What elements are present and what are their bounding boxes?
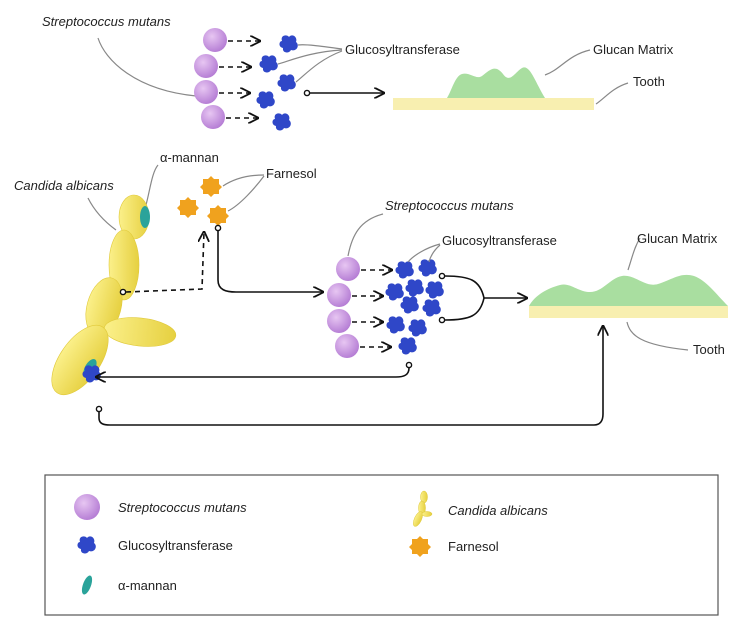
top-matrix-leader — [544, 49, 591, 76]
top-panel: Streptococcus mutans Glucosyltransf — [42, 14, 674, 131]
top-matrix-label: Glucan Matrix — [593, 42, 674, 57]
farnesol-leader — [222, 174, 265, 187]
top-enzymes — [256, 35, 298, 131]
farnesol-molecule — [177, 197, 199, 218]
legend-mannan-icon — [81, 575, 93, 595]
bacterium — [194, 80, 218, 104]
mid-tooth-leader — [626, 321, 689, 351]
legend-label-farnesol: Farnesol — [448, 539, 499, 554]
mid-enzyme-leader — [407, 243, 441, 263]
top-bacteria-label: Streptococcus mutans — [42, 14, 171, 29]
mid-enzyme-leader — [428, 244, 441, 263]
farnesol-molecule — [207, 205, 229, 226]
bacterium — [336, 257, 360, 281]
mannan-leader — [145, 164, 159, 206]
legend-label-bacteria: Streptococcus mutans — [118, 500, 247, 515]
mid-enzymes — [385, 259, 444, 355]
enzymes-to-matrix-arrow — [438, 272, 527, 324]
mid-tooth — [529, 306, 728, 318]
legend-label-mannan: α-mannan — [118, 578, 177, 593]
bacterium — [203, 28, 227, 52]
legend-bacterium-icon — [74, 494, 100, 520]
fungus-label: Candida albicans — [14, 178, 114, 193]
yeast-to-farnesol-arrow — [119, 232, 204, 296]
mid-bacteria-label: Streptococcus mutans — [385, 198, 514, 213]
enzyme — [256, 91, 275, 109]
enzyme-to-yeast-arrow — [96, 361, 413, 377]
top-tooth-label: Tooth — [633, 74, 665, 89]
legend-farnesol-icon — [409, 536, 431, 557]
enzyme — [277, 74, 296, 92]
bacterium — [201, 105, 225, 129]
mid-bacteria-leader — [347, 213, 384, 257]
top-tooth — [393, 98, 594, 110]
yeast-to-tooth-arrow — [95, 326, 603, 426]
middle-panel: Candida albicans α-mannan Farnesol — [14, 150, 728, 426]
legend-frame — [44, 474, 719, 616]
mid-glucan-matrix — [529, 274, 728, 306]
mid-matrix-leader — [627, 237, 641, 271]
top-tooth-leader — [595, 82, 629, 105]
top-dashed-arrows — [219, 41, 260, 118]
mid-tooth-label: Tooth — [693, 342, 725, 357]
legend: Streptococcus mutans Glucosyltransferase… — [44, 474, 719, 616]
top-enzyme-label: Glucosyltransferase — [345, 42, 460, 57]
bacterium — [194, 54, 218, 78]
legend-label-enzyme: Glucosyltransferase — [118, 538, 233, 553]
fungus-leader — [87, 197, 117, 231]
farnesol-label: Farnesol — [266, 166, 317, 181]
mannan-label: α-mannan — [160, 150, 219, 165]
mid-dashed-arrows — [352, 270, 392, 347]
top-enzyme-leaders — [277, 44, 343, 83]
enzyme — [279, 35, 298, 53]
farnesol-molecule — [200, 176, 222, 197]
mid-matrix-label: Glucan Matrix — [637, 231, 718, 246]
bacterium — [335, 334, 359, 358]
mannan-on-yeast — [140, 206, 150, 228]
top-bacteria-group — [194, 28, 227, 129]
top-glucan-matrix — [447, 67, 545, 98]
bacterium — [327, 283, 351, 307]
farnesol-leader — [227, 175, 265, 212]
mid-bacteria-group — [327, 257, 360, 358]
top-arrow-to-tooth — [303, 90, 384, 95]
bacterium — [327, 309, 351, 333]
candida-hypha — [51, 194, 177, 396]
top-bacteria-leader — [97, 37, 197, 97]
enzyme — [259, 55, 278, 73]
legend-yeast-icon — [413, 490, 433, 527]
mid-enzyme-label: Glucosyltransferase — [442, 233, 557, 248]
farnesol-to-bacteria-arrow — [214, 224, 323, 292]
farnesol-group — [177, 176, 229, 226]
legend-label-yeast: Candida albicans — [448, 503, 548, 518]
enzyme — [272, 113, 291, 131]
